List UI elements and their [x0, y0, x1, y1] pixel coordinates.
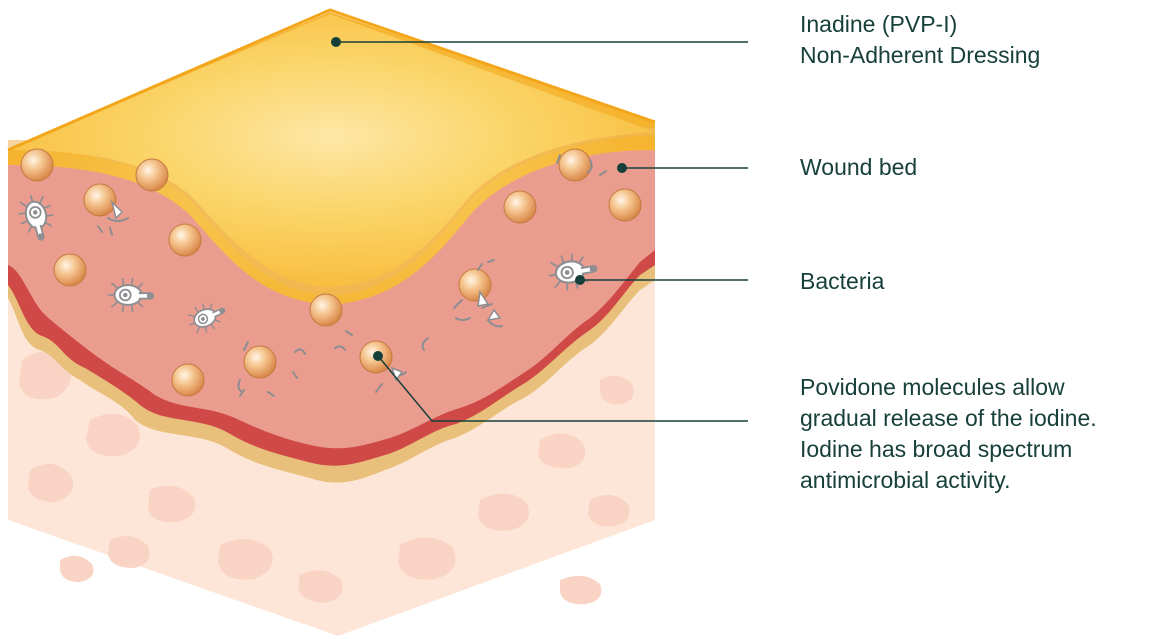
povidone-label-line-3: Iodine has broad spectrum — [800, 434, 1097, 465]
povidone-label-line-1: Povidone molecules allow — [800, 372, 1097, 403]
bacteria-label-text: Bacteria — [800, 266, 884, 297]
dressing-label-line-2: Non-Adherent Dressing — [800, 40, 1040, 71]
bacteria-label: Bacteria — [800, 266, 884, 297]
povidone-label: Povidone molecules allow gradual release… — [800, 372, 1097, 496]
povidone-label-line-4: antimicrobial activity. — [800, 465, 1097, 496]
dressing-label-line-1: Inadine (PVP-I) — [800, 9, 1040, 40]
povidone-label-line-2: gradual release of the iodine. — [800, 403, 1097, 434]
wound-bed-label: Wound bed — [800, 152, 917, 183]
wound-bed-label-text: Wound bed — [800, 152, 917, 183]
dressing-label: Inadine (PVP-I) Non-Adherent Dressing — [800, 9, 1040, 71]
